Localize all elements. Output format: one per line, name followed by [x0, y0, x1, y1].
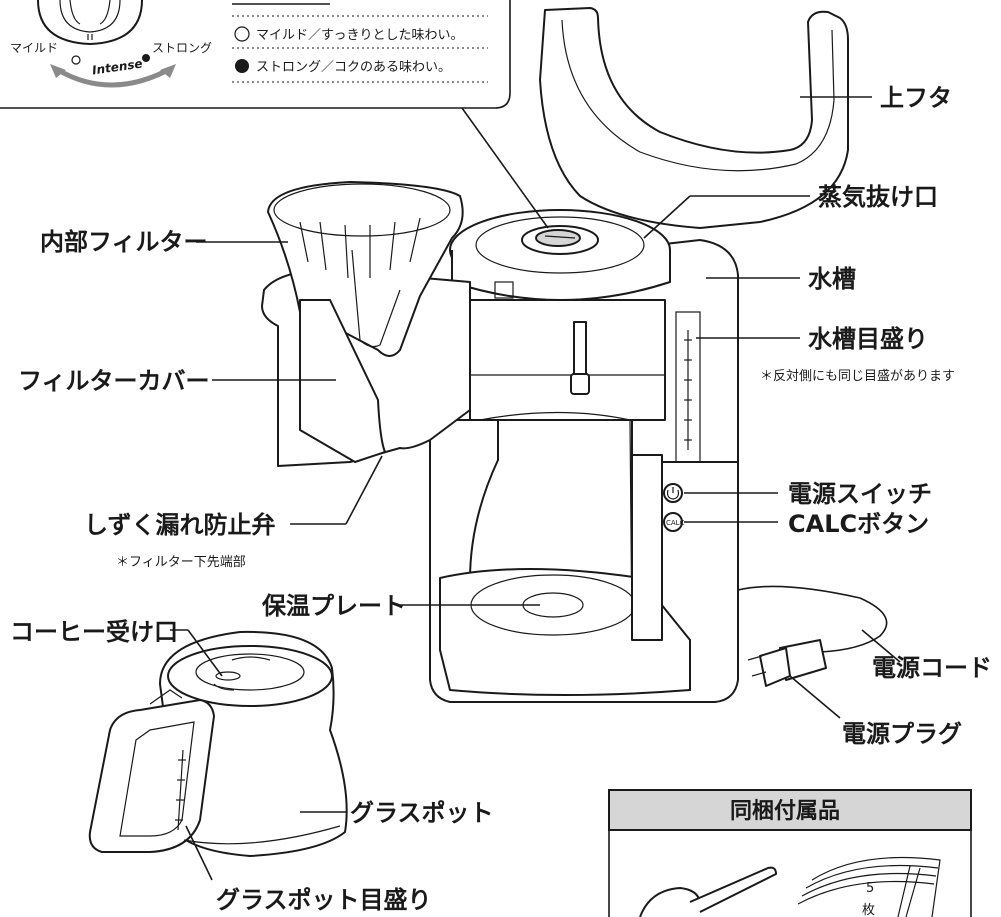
label-glass-pot: グラスポット [350, 799, 494, 827]
filter-unit: 枚 [862, 903, 875, 917]
label-steam-vent: 蒸気抜け口 [818, 183, 938, 211]
label-inner-filter: 内部フィルター [40, 228, 208, 256]
calc-button[interactable]: CALC [663, 512, 685, 532]
label-lid: 上フタ [880, 84, 952, 112]
mild-desc-icon [234, 26, 250, 42]
note-water-scale: ＊反対側にも同じ目盛があります [760, 369, 955, 384]
label-power-switch: 電源スイッチ [788, 480, 932, 508]
power-switch[interactable] [663, 483, 683, 503]
label-glass-pot-scale: グラスポット目盛り [216, 886, 432, 914]
strength-mild-label: マイルド [10, 41, 58, 55]
strong-description: ストロング／コクのある味わい。 [256, 60, 451, 75]
label-coffee-inlet: コーヒー受け口 [10, 618, 178, 646]
label-drip-valve: しずく漏れ防止弁 [84, 511, 276, 539]
accessories-panel: 同梱付属品 5 枚 [608, 789, 972, 917]
measuring-spoon-icon [639, 866, 777, 917]
accessories-title: 同梱付属品 [730, 799, 840, 824]
strength-dial[interactable] [37, 0, 143, 45]
label-water-tank: 水槽 [808, 265, 856, 293]
label-calc-button: CALCボタン [788, 510, 929, 538]
pot-handle[interactable] [88, 699, 215, 853]
filter-count: 5 [866, 881, 874, 896]
label-power-cord: 電源コード [872, 654, 992, 682]
glass-pot [88, 630, 348, 857]
coffee-maker-body: CALC [429, 7, 888, 703]
power-cord [737, 585, 888, 653]
strong-bean-icon [142, 54, 150, 62]
steam-vent-dial[interactable] [521, 225, 599, 255]
label-water-scale: 水槽目盛り [808, 325, 928, 353]
strength-strong-label: ストロング [152, 41, 212, 55]
label-warming-plate: 保温プレート [261, 592, 406, 620]
leader-lines [170, 96, 901, 881]
note-drip-valve: ＊フィルター下先端部 [116, 555, 246, 570]
paper-filters-icon [797, 856, 941, 917]
strength-arrow [56, 67, 170, 88]
svg-text:CALC: CALC [666, 519, 685, 527]
power-plug[interactable] [747, 639, 827, 687]
strength-dial-callout: マイルド ストロング Intense マイルド／すっきりとした味わい。 ストロン… [0, 0, 511, 109]
mild-description: マイルド／すっきりとした味わい。 [256, 28, 463, 43]
filter-assembly [261, 181, 471, 467]
strong-desc-icon [235, 59, 249, 73]
glass-pot-scale [175, 749, 186, 831]
label-power-plug: 電源プラグ [842, 720, 962, 748]
label-filter-cover: フィルターカバー [18, 367, 210, 395]
mild-bean-icon [71, 55, 81, 65]
lid[interactable] [539, 7, 849, 229]
dial-intense-label: Intense [91, 57, 143, 78]
pot-lid[interactable] [167, 645, 333, 707]
